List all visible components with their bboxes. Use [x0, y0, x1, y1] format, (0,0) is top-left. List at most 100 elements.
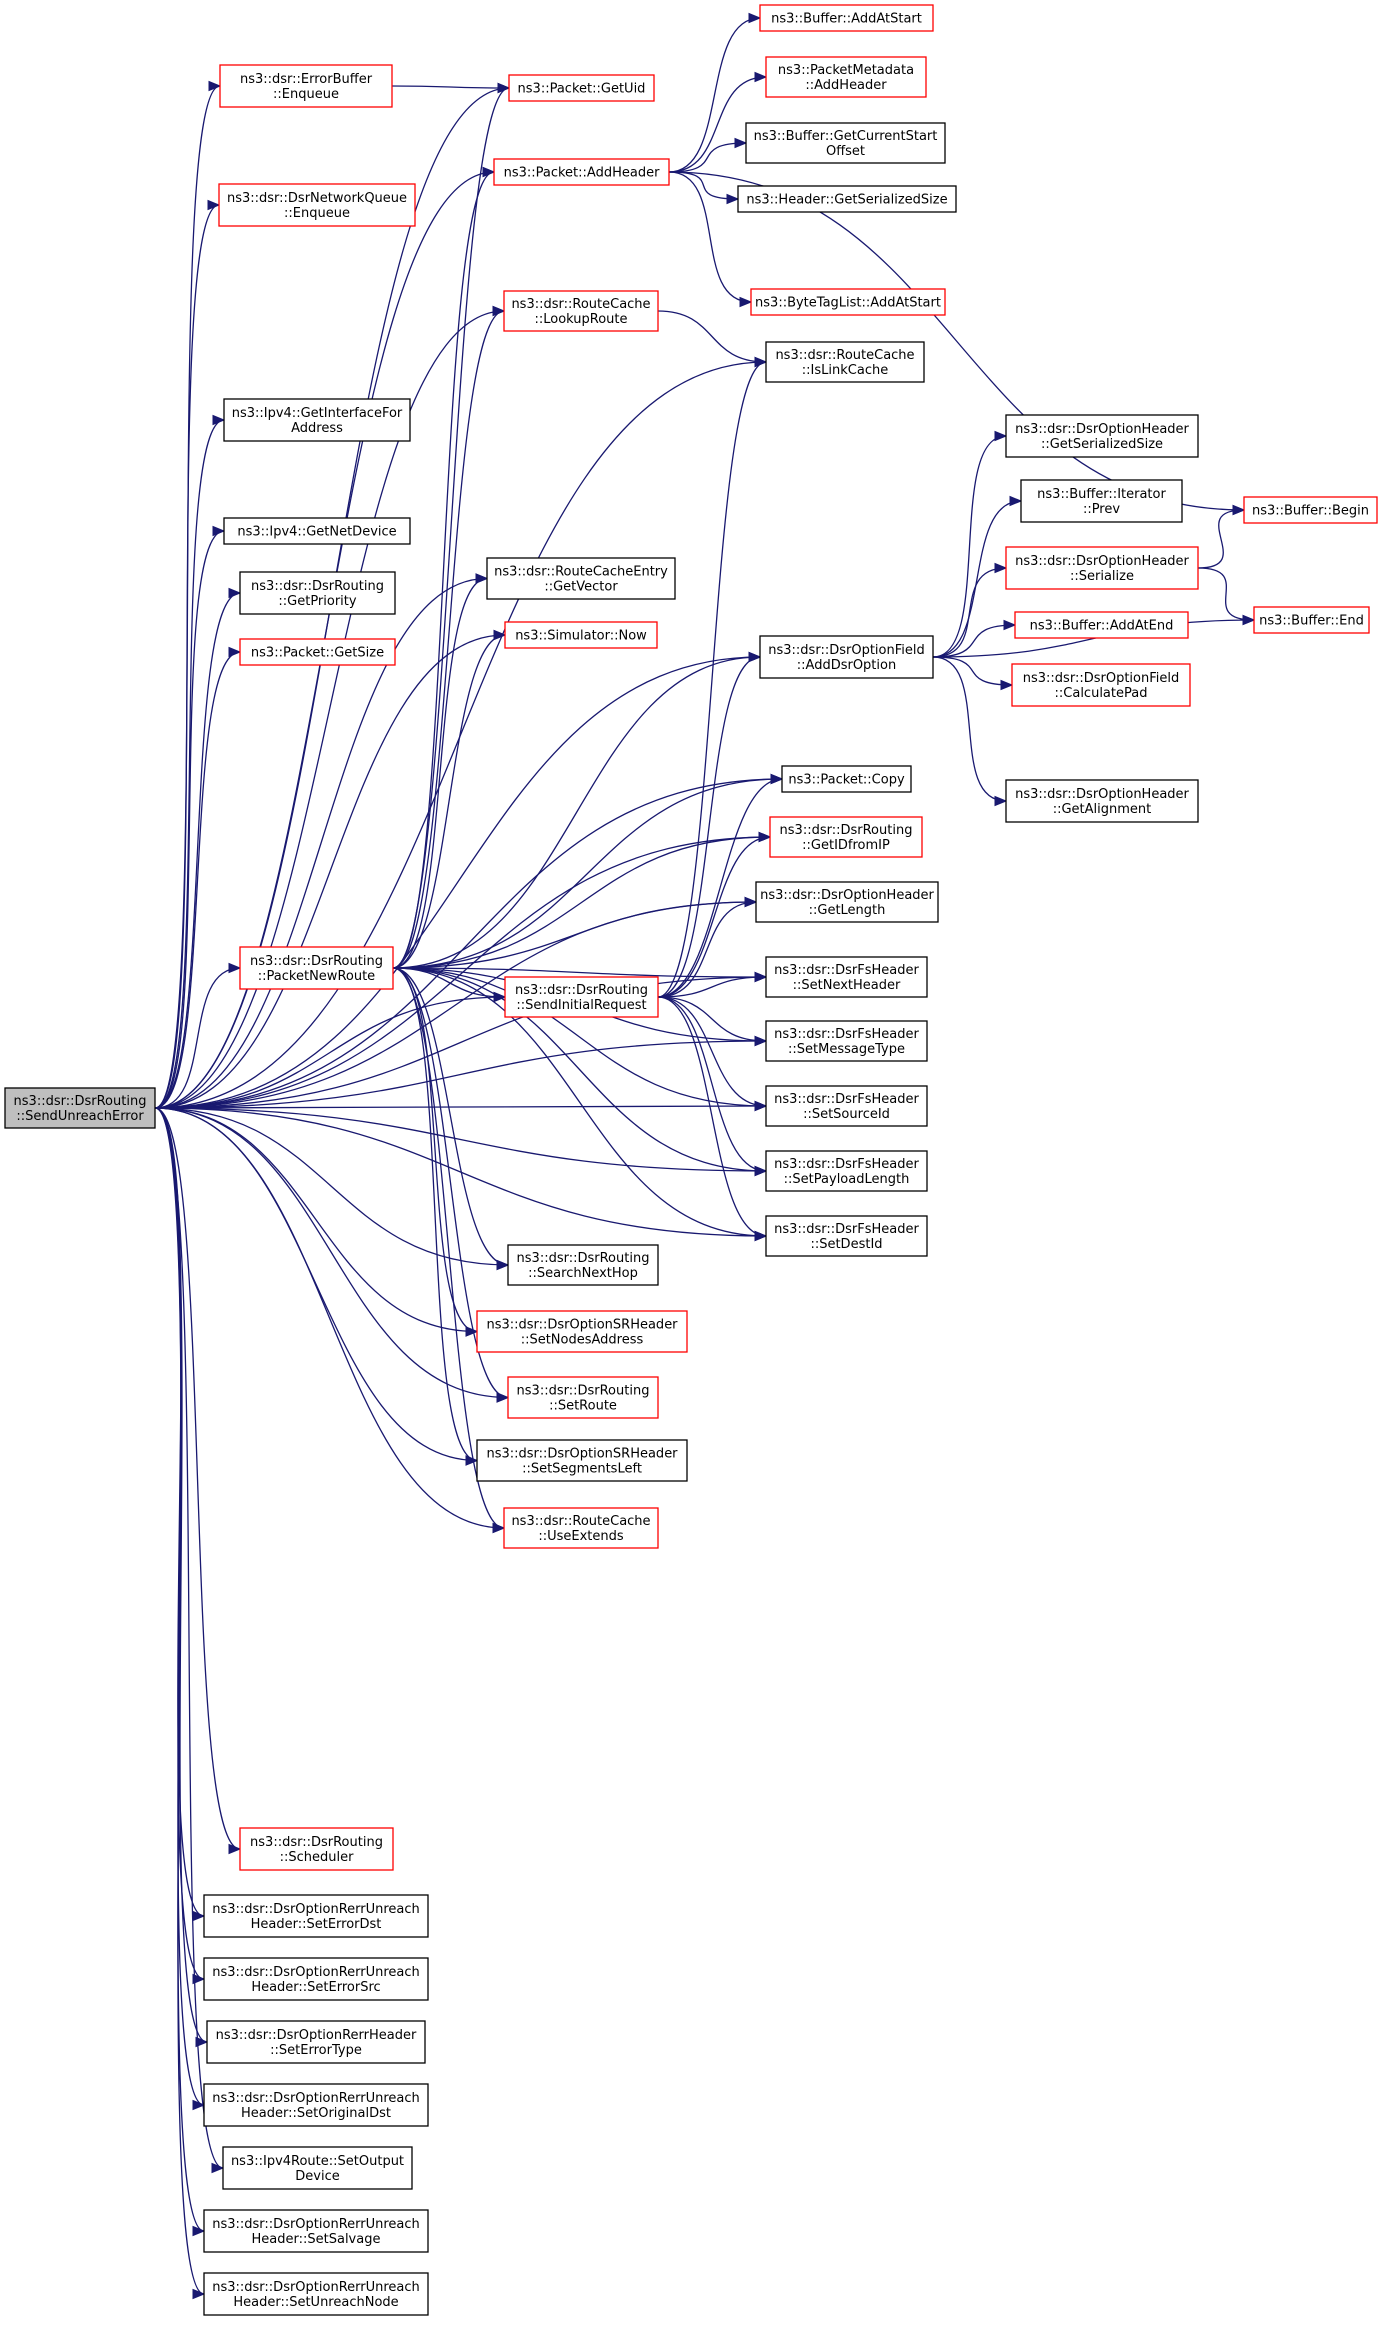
node-box [239, 1827, 394, 1871]
node-bufiter_prev[interactable]: ns3::Buffer::Iterator::Prev [1020, 479, 1183, 523]
node-box [1005, 779, 1199, 823]
node-lookuproute[interactable]: ns3::dsr::RouteCache::LookupRoute [503, 290, 659, 332]
node-ipv4_getnetdev[interactable]: ns3::Ipv4::GetNetDevice [223, 517, 411, 545]
node-root[interactable]: ns3::dsr::DsrRouting::SendUnreachError [4, 1087, 156, 1129]
edge-opthdr_serialize-to-buffer_end [1197, 567, 1256, 626]
node-sendinitialrequest[interactable]: ns3::dsr::DsrRouting::SendInitialRequest [504, 976, 659, 1018]
node-label: ns3::dsr::DsrFsHeader [774, 1092, 919, 1107]
node-packetmetadata_addheader[interactable]: ns3::PacketMetadata::AddHeader [765, 56, 927, 98]
node-box [203, 1894, 429, 1938]
node-box [486, 557, 676, 600]
node-searchnexthop[interactable]: ns3::dsr::DsrRouting::SearchNextHop [507, 1244, 659, 1286]
node-calculatepad[interactable]: ns3::dsr::DsrOptionField::CalculatePad [1011, 663, 1191, 707]
node-packetnewroute[interactable]: ns3::dsr::DsrRouting::PacketNewRoute [239, 946, 394, 990]
node-packet_copy[interactable]: ns3::Packet::Copy [781, 765, 912, 793]
node-bytetaglist_addatstart[interactable]: ns3::ByteTagList::AddAtStart [750, 288, 946, 316]
node-setunreachnode[interactable]: ns3::dsr::DsrOptionRerrUnreachHeader::Se… [203, 2272, 429, 2316]
node-packet_getuid[interactable]: ns3::Packet::GetUid [508, 74, 655, 102]
node-header_getserializedsize[interactable]: ns3::Header::GetSerializedSize [737, 185, 957, 213]
node-label: ::Enqueue [273, 87, 339, 102]
node-simulator_now[interactable]: ns3::Simulator::Now [504, 621, 658, 649]
node-setdestid[interactable]: ns3::dsr::DsrFsHeader::SetDestId [765, 1215, 928, 1257]
node-label: ns3::dsr::DsrOptionField [768, 643, 924, 658]
node-box [1011, 663, 1191, 707]
node-errbuf_enqueue[interactable]: ns3::dsr::ErrorBuffer::Enqueue [219, 64, 393, 108]
node-label: Address [291, 421, 343, 436]
node-setnextheader[interactable]: ns3::dsr::DsrFsHeader::SetNextHeader [765, 956, 928, 998]
node-label: ns3::ByteTagList::AddAtStart [755, 296, 941, 311]
edge-root-to-setoutputdevice [154, 1107, 225, 2174]
node-box [206, 2020, 426, 2064]
edge-root-to-setroute [154, 1107, 510, 1403]
edge-root-to-packet_getsize [154, 646, 242, 1109]
node-setpayloadlength[interactable]: ns3::dsr::DsrFsHeader::SetPayloadLength [765, 1150, 928, 1192]
edge-root-to-scheduler [154, 1107, 242, 1855]
node-netqueue_enqueue[interactable]: ns3::dsr::DsrNetworkQueue::Enqueue [218, 183, 416, 227]
node-label: ns3::Buffer::Iterator [1037, 487, 1166, 502]
node-scheduler[interactable]: ns3::dsr::DsrRouting::Scheduler [239, 1827, 394, 1871]
node-box [750, 288, 946, 316]
node-seterrortype[interactable]: ns3::dsr::DsrOptionRerrHeader::SetErrorT… [206, 2020, 426, 2064]
node-setroute[interactable]: ns3::dsr::DsrRouting::SetRoute [507, 1376, 659, 1419]
edge-adddsroption-to-opthdr_serialize [932, 562, 1008, 658]
node-getlength[interactable]: ns3::dsr::DsrOptionHeader::GetLength [755, 881, 939, 923]
edge-packetnewroute-to-packet_addheader [392, 166, 496, 969]
node-setsalvage[interactable]: ns3::dsr::DsrOptionRerrUnreachHeader::Se… [203, 2209, 429, 2253]
node-seterrorsrc[interactable]: ns3::dsr::DsrOptionRerrUnreachHeader::Se… [203, 1957, 429, 2001]
node-box [203, 2209, 429, 2253]
node-packet_getsize[interactable]: ns3::Packet::GetSize [239, 638, 396, 666]
edge-root-to-sendinitialrequest [154, 991, 507, 1109]
node-setsourceid[interactable]: ns3::dsr::DsrFsHeader::SetSourceId [765, 1085, 928, 1127]
node-buffer_end[interactable]: ns3::Buffer::End [1253, 606, 1370, 634]
node-setoriginaldst[interactable]: ns3::dsr::DsrOptionRerrUnreachHeader::Se… [203, 2083, 429, 2127]
node-setmessagetype[interactable]: ns3::dsr::DsrFsHeader::SetMessageType [765, 1020, 928, 1062]
node-getpriority[interactable]: ns3::dsr::DsrRouting::GetPriority [239, 571, 396, 615]
node-buffer_addatstart[interactable]: ns3::Buffer::AddAtStart [759, 4, 934, 32]
edge-root-to-searchnexthop [154, 1107, 510, 1271]
node-label: ns3::dsr::DsrRouting [250, 954, 383, 969]
node-label: ::AddHeader [805, 78, 887, 93]
node-label: ::Scheduler [280, 1850, 354, 1865]
node-box [203, 2272, 429, 2316]
node-box [759, 635, 934, 679]
node-setsegmentsleft[interactable]: ns3::dsr::DsrOptionSRHeader::SetSegments… [476, 1439, 688, 1482]
node-label: ::SetErrorType [270, 2043, 362, 2058]
node-label: ::SetNextHeader [793, 978, 901, 993]
node-getvector[interactable]: ns3::dsr::RouteCacheEntry::GetVector [486, 557, 676, 600]
node-box [239, 571, 396, 615]
node-buffer_addatend[interactable]: ns3::Buffer::AddAtEnd [1014, 611, 1189, 639]
node-getalignment[interactable]: ns3::dsr::DsrOptionHeader::GetAlignment [1005, 779, 1199, 823]
node-opthdr_serialize[interactable]: ns3::dsr::DsrOptionHeader::Serialize [1005, 546, 1199, 590]
node-label: ::SetRoute [549, 1399, 617, 1414]
node-getidfromip[interactable]: ns3::dsr::DsrRouting::GetIDfromIP [769, 816, 923, 858]
node-label: ns3::dsr::DsrFsHeader [774, 1222, 919, 1237]
edge-packetnewroute-to-packet_copy [392, 773, 784, 969]
node-label: ns3::dsr::DsrRouting [251, 579, 384, 594]
node-label: ::SetSegmentsLeft [522, 1462, 642, 1477]
node-label: ns3::Buffer::AddAtEnd [1030, 619, 1174, 634]
node-setnodesaddress[interactable]: ns3::dsr::DsrOptionSRHeader::SetNodesAdd… [476, 1310, 688, 1353]
node-seterrordst[interactable]: ns3::dsr::DsrOptionRerrUnreachHeader::Se… [203, 1894, 429, 1938]
node-useextends[interactable]: ns3::dsr::RouteCache::UseExtends [503, 1507, 659, 1549]
node-opthdr_getserializedsize[interactable]: ns3::dsr::DsrOptionHeader::GetSerialized… [1005, 414, 1199, 458]
edge-packetnewroute-to-getidfromip [392, 831, 772, 969]
edge-packet_addheader-to-header_getserializedsize [668, 171, 740, 205]
edge-packet_addheader-to-buffer_getcurrentstartoffset [668, 137, 748, 173]
node-islinkcache[interactable]: ns3::dsr::RouteCache::IsLinkCache [765, 341, 925, 383]
edge-adddsroption-to-calculatepad [932, 656, 1014, 691]
node-box [503, 1507, 659, 1549]
node-box [1253, 606, 1370, 634]
node-label: ns3::PacketMetadata [778, 63, 914, 78]
node-adddsroption[interactable]: ns3::dsr::DsrOptionField::AddDsrOption [759, 635, 934, 679]
node-label: ns3::dsr::DsrRouting [780, 823, 913, 838]
node-label: ns3::Ipv4::GetInterfaceFor [232, 406, 403, 421]
node-label: ns3::dsr::DsrFsHeader [774, 963, 919, 978]
node-buffer_begin[interactable]: ns3::Buffer::Begin [1243, 496, 1378, 524]
node-label: ns3::Simulator::Now [515, 629, 647, 644]
node-packet_addheader[interactable]: ns3::Packet::AddHeader [493, 158, 670, 186]
node-label: Header::SetSalvage [252, 2232, 381, 2247]
node-label: ns3::dsr::DsrOptionSRHeader [486, 1447, 678, 1462]
